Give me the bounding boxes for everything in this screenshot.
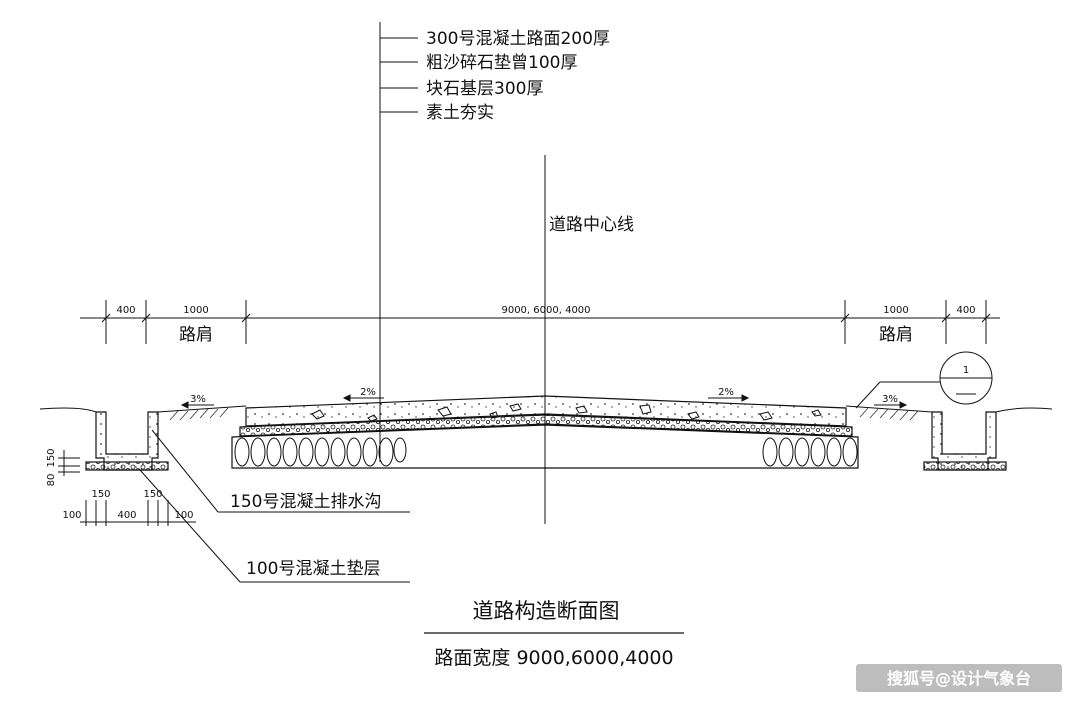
drawing-subtitle: 路面宽度 9000,6000,4000	[434, 647, 673, 669]
detail-callout	[855, 351, 993, 409]
slope-right-shoulder: 3%	[882, 394, 898, 405]
ditch-dim-bottom-2: 150	[91, 489, 110, 500]
cushion-label: 100号混凝土垫层	[246, 559, 380, 579]
dim-left-outer: 400	[116, 305, 135, 316]
rubble-stones-right	[762, 437, 858, 467]
centerline-label: 道路中心线	[549, 215, 634, 235]
watermark-text: 搜狐号@设计气象台	[887, 669, 1031, 688]
ditch-dim-bottom-5: 100	[174, 510, 193, 521]
ditch-dim-bottom-3: 400	[117, 510, 136, 521]
ditch-dim-bottom-1: 100	[62, 510, 81, 521]
slope-left-road: 2%	[360, 387, 376, 398]
layer-leader	[379, 22, 418, 462]
rubble-stones-left	[234, 437, 407, 467]
top-dimension-line	[80, 300, 1000, 344]
ditch-dimension-lines	[58, 450, 196, 526]
slope-arrows	[180, 394, 908, 409]
dim-center: 9000, 6000, 4000	[501, 305, 590, 316]
ditch-leaders	[139, 429, 410, 583]
detail-callout-number: 1	[963, 365, 969, 376]
layer-label-compacted-soil: 素土夯实	[426, 103, 494, 123]
layer-label-surface: 300号混凝土路面200厚	[426, 29, 610, 49]
drawing-title: 道路构造断面图	[473, 599, 620, 623]
dim-right-shoulder: 1000	[883, 305, 908, 316]
road-structure	[231, 395, 859, 469]
ditch-label: 150号混凝土排水沟	[230, 492, 381, 512]
ditch-dim-vertical-1: 150	[46, 448, 57, 467]
dim-right-outer: 400	[956, 305, 975, 316]
drainage-ditch-right	[923, 411, 1007, 471]
layer-label-rubble-base: 块石基层300厚	[426, 79, 543, 99]
dim-left-shoulder: 1000	[183, 305, 208, 316]
slope-left-shoulder: 3%	[190, 394, 206, 405]
ditch-dim-bottom-4: 150	[143, 489, 162, 500]
surface-stones	[311, 403, 822, 422]
shoulder-label-right: 路肩	[879, 325, 913, 345]
drainage-ditch-left	[85, 411, 169, 471]
shoulder-label-left: 路肩	[179, 325, 213, 345]
slope-right-road: 2%	[718, 387, 734, 398]
soil-hatching	[169, 407, 919, 421]
layer-label-sand-gravel: 粗沙碎石垫曾100厚	[426, 53, 577, 73]
watermark: 搜狐号@设计气象台	[856, 664, 1062, 692]
ditch-dim-vertical-2: 80	[46, 474, 57, 487]
